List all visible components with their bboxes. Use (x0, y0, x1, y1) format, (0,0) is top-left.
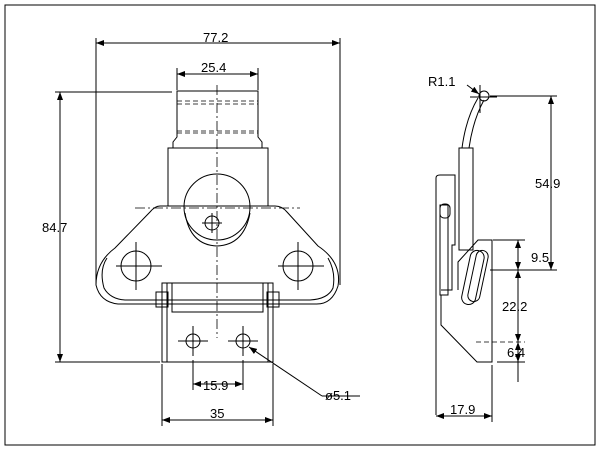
dim-offset-c: 6.4 (507, 345, 525, 360)
dim-overall-height: 84.7 (42, 220, 67, 235)
side-dimensions (436, 84, 557, 422)
front-dimensions (55, 38, 360, 426)
dim-radius: R1.1 (428, 74, 455, 89)
side-view (435, 85, 497, 415)
dim-top-width: 25.4 (201, 60, 226, 75)
front-view (95, 85, 340, 363)
dim-hole-diameter: ø5.1 (325, 388, 351, 403)
dim-bracket-width: 35 (210, 406, 224, 421)
dim-hole-spacing: 15.9 (203, 378, 228, 393)
dim-overall-width: 77.2 (203, 30, 228, 45)
dim-offset-a: 9.5 (531, 250, 549, 265)
dim-height-upper: 54.9 (535, 176, 560, 191)
drawing-frame (4, 4, 596, 446)
dim-depth: 17.9 (450, 402, 475, 417)
dim-offset-b: 22.2 (502, 299, 527, 314)
